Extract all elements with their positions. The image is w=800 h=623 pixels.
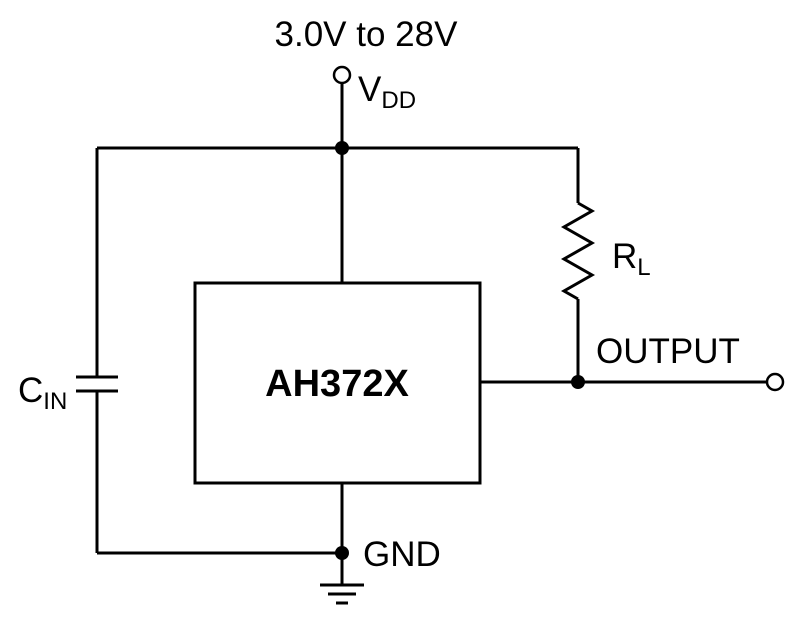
ground-icon (320, 583, 364, 605)
junction-dot-ground (335, 546, 349, 560)
junction-dot-top (335, 141, 349, 155)
rl-label-main: R (612, 237, 637, 276)
cin-label-main: C (18, 371, 43, 410)
vdd-label-main: V (358, 70, 382, 109)
rl-label: RL (612, 237, 651, 281)
capacitor-icon (76, 375, 118, 393)
ic-box (193, 281, 482, 485)
output-label: OUTPUT (596, 332, 740, 371)
cin-label: CIN (18, 371, 67, 415)
resistor-icon (560, 201, 596, 301)
supply-range-label: 3.0V to 28V (275, 15, 459, 54)
terminal-output (765, 372, 785, 392)
rl-label-sub: L (637, 254, 650, 281)
gnd-label: GND (363, 535, 441, 574)
junction-dot-output (571, 375, 585, 389)
vdd-label-sub: DD (381, 87, 416, 114)
ic-name-label: AH372X (265, 363, 409, 405)
terminal-vdd (332, 65, 352, 85)
cin-label-sub: IN (43, 388, 67, 415)
vdd-label: VDD (358, 70, 416, 114)
